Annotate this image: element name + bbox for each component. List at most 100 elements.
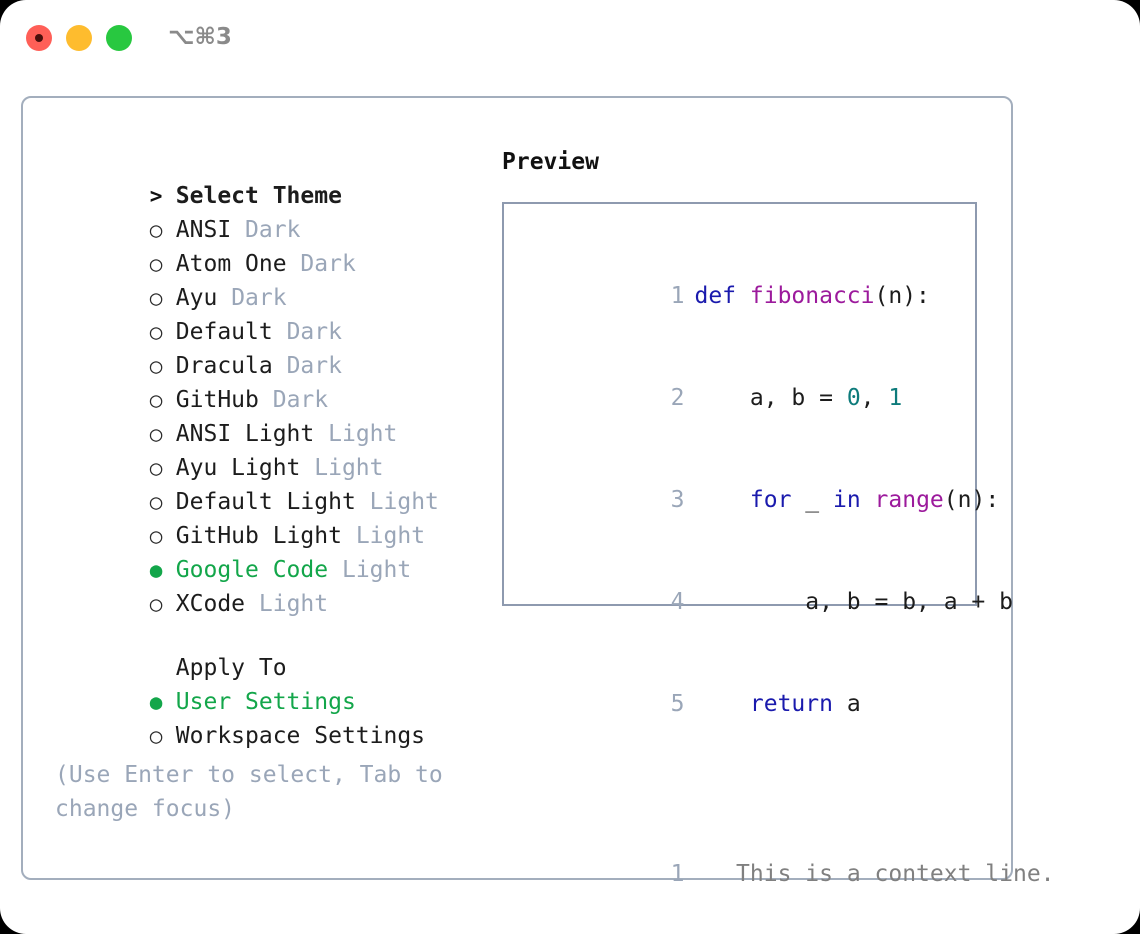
spacer-icon: · — [150, 651, 176, 685]
line-number: 1 — [670, 861, 685, 887]
line-number: 5 — [670, 691, 685, 717]
close-button[interactable] — [26, 25, 52, 51]
theme-variant-badge — [231, 217, 245, 243]
maximize-button[interactable] — [106, 25, 132, 51]
theme-variant-badge — [273, 319, 287, 345]
code-line: 4 a, b = b, a + b — [504, 551, 1013, 653]
code-token: _ — [791, 487, 833, 513]
radio-icon: ○ — [149, 320, 163, 344]
code-token — [694, 487, 749, 513]
theme-label: GitHub Light — [175, 523, 342, 549]
theme-label: Ayu Light — [175, 455, 301, 481]
code-line: 2 a, b = 0, 1 — [504, 347, 975, 449]
theme-variant-badge — [342, 523, 356, 549]
theme-variant-badge — [217, 285, 231, 311]
theme-variant: Light — [328, 421, 398, 447]
theme-label: GitHub — [175, 387, 259, 413]
theme-variant: Dark — [272, 387, 329, 413]
theme-label: Dracula — [175, 353, 273, 379]
theme-variant: Dark — [300, 251, 356, 277]
diff-line-deleted: 2- This line was deleted. — [504, 925, 975, 934]
theme-variant: Light — [369, 489, 439, 515]
theme-label: Default — [175, 319, 273, 345]
code-token: for — [749, 487, 792, 513]
code-token: 1 — [888, 385, 903, 411]
code-spacer — [504, 755, 975, 789]
window-controls — [26, 25, 132, 51]
theme-variant: Dark — [231, 285, 287, 311]
minimize-button[interactable] — [66, 25, 92, 51]
code-spacer — [504, 789, 975, 823]
theme-variant: Dark — [286, 319, 342, 345]
theme-variant-badge — [356, 489, 370, 515]
theme-item-default-light[interactable]: ○ Default Light Light — [39, 451, 469, 515]
keyboard-shortcut-label: ⌥⌘3 — [168, 24, 232, 50]
radio-selected-icon: ● — [149, 558, 163, 582]
code-token — [694, 691, 749, 717]
diff-sign — [694, 861, 708, 887]
code-token: 0 — [846, 385, 861, 411]
code-token: def — [694, 283, 750, 309]
theme-item-github-dark[interactable]: ○ GitHub Dark — [39, 349, 469, 413]
theme-item-xcode-light[interactable]: ○XCode Light — [39, 553, 469, 617]
code-line: 5 return a — [504, 653, 975, 755]
code-token: fibonacci — [749, 283, 875, 309]
theme-variant: Dark — [286, 353, 342, 379]
theme-item-ayu-dark[interactable]: ○Ayu Dark — [39, 247, 469, 311]
radio-selected-icon: ● — [149, 690, 163, 714]
code-token: range — [874, 487, 944, 513]
theme-label: ANSI Light — [175, 421, 315, 447]
diff-text: This is a context line. — [708, 861, 1055, 887]
radio-icon: ○ — [149, 252, 163, 276]
radio-icon: ○ — [149, 456, 163, 480]
radio-icon: ○ — [149, 354, 163, 378]
theme-label: Google Code — [175, 557, 329, 583]
theme-variant: Light — [258, 591, 329, 617]
apply-to-user-settings[interactable]: ● User Settings — [39, 651, 469, 715]
title-bar: ⌥⌘3 — [0, 0, 1140, 78]
radio-icon: ○ — [149, 592, 163, 616]
diff-line-context: 1 This is a context line. — [504, 823, 1055, 925]
theme-item-ansi-light[interactable]: ○ ANSI Light Light — [39, 383, 469, 447]
theme-picker-panel: >Select Theme ○ANSI Dark ○Atom One Dark … — [21, 96, 1055, 887]
code-line: 3 for _ in range(n): — [504, 449, 1000, 551]
theme-variant: Light — [341, 557, 412, 583]
theme-label: Default Light — [175, 489, 356, 515]
theme-item-github-light[interactable]: ○ GitHub Light Light — [39, 485, 469, 549]
theme-variant-badge — [328, 557, 342, 583]
radio-icon: ○ — [149, 490, 163, 514]
theme-item-ayu-light[interactable]: ○ Ayu Light Light — [39, 417, 469, 481]
theme-variant: Dark — [245, 217, 301, 243]
apply-to-label: User Settings — [175, 689, 356, 715]
line-number: 3 — [670, 487, 685, 513]
line-number: 2 — [670, 385, 685, 411]
apply-to-workspace-settings[interactable]: ○Workspace Settings — [39, 685, 469, 749]
code-token: return — [749, 691, 833, 717]
code-token: (n): — [874, 283, 930, 309]
code-token: a — [832, 691, 861, 717]
theme-variant-badge — [245, 591, 259, 617]
radio-icon: ○ — [149, 286, 163, 310]
theme-item-ansi-dark[interactable]: ○ANSI Dark — [39, 179, 469, 243]
radio-icon: ○ — [149, 388, 163, 412]
theme-item-atom-one-dark[interactable]: ○Atom One Dark — [39, 213, 469, 277]
keyboard-hint-text: (Use Enter to select, Tab to change focu… — [55, 762, 457, 822]
theme-label: ANSI — [175, 217, 232, 243]
code-token: in — [832, 487, 861, 513]
theme-item-google-code-light[interactable]: ● Google Code Light — [39, 519, 469, 583]
code-token: a, b = — [694, 385, 847, 411]
theme-variant: Light — [355, 523, 426, 549]
theme-item-dracula-dark[interactable]: ○ Dracula Dark — [39, 315, 469, 379]
code-token: (n): — [943, 487, 1000, 513]
radio-icon: ○ — [149, 724, 163, 748]
theme-variant-badge — [287, 251, 301, 277]
theme-item-default-dark[interactable]: ○ Default Dark — [39, 281, 469, 345]
line-number: 4 — [670, 589, 685, 615]
preview-heading: Preview — [502, 149, 599, 175]
code-token: , — [860, 385, 889, 411]
theme-selector-column: >Select Theme ○ANSI Dark ○Atom One Dark … — [39, 145, 469, 822]
